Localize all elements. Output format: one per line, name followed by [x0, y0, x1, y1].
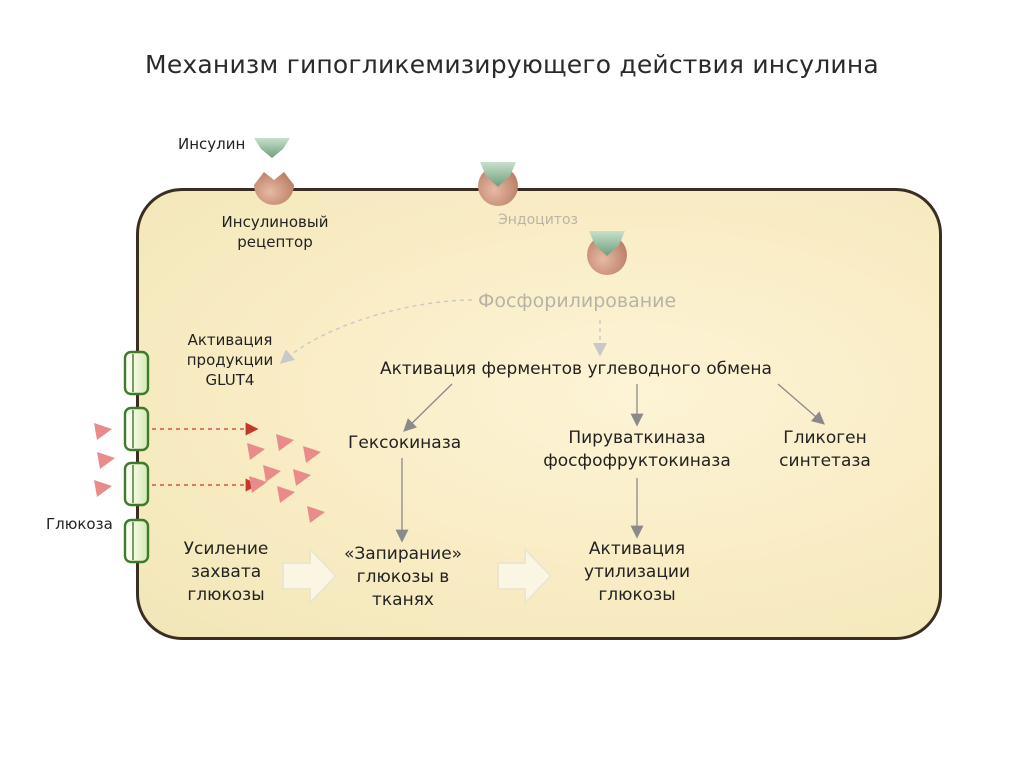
glycogen-synthase-line2: синтетаза: [779, 451, 871, 471]
insulin-receptor-1: [254, 172, 294, 205]
receptor-label-line1: Инсулиновый: [221, 213, 329, 231]
pyruvatekinase-line1: Пируваткиназа: [568, 428, 706, 448]
internalized-receptor: [587, 231, 627, 275]
glycogen-synthase-label: Гликоген синтетаза: [770, 427, 880, 473]
glucose-trapping-line1: «Запирание»: [343, 544, 463, 564]
glucose-utilization-line1: Активация: [588, 539, 686, 559]
glucose-trapping-line3: тканях: [372, 590, 434, 610]
glut4-activation-line1: Активация: [187, 331, 273, 349]
glut4-channel-2: [123, 406, 150, 452]
glucose-utilization-line2: утилизации: [583, 562, 691, 582]
glut4-activation-label: Активация продукции GLUT4: [175, 330, 285, 390]
big-arrow-1: [282, 546, 338, 606]
glut4-channel-4: [123, 518, 150, 564]
pyruvatekinase-label: Пируваткиназа фосфофруктокиназа: [527, 427, 747, 473]
glucose-molecules-inside: [247, 434, 325, 523]
glucose-molecules-outside: [94, 423, 115, 497]
phosphorylation-label: Фосфорилирование: [478, 290, 677, 312]
glucose-uptake-line2: захвата: [190, 562, 262, 582]
big-arrow-2: [497, 546, 553, 606]
glucose-uptake-line3: глюкозы: [187, 585, 265, 605]
insulin-label: Инсулин: [178, 135, 246, 153]
page-title: Механизм гипогликемизирующего действия и…: [145, 50, 879, 79]
hexokinase-label: Гексокиназа: [348, 433, 462, 453]
glut4-channel-1: [123, 350, 150, 396]
receptor-label: Инсулиновый рецептор: [200, 212, 350, 252]
arrow-to-glycogen: [777, 383, 825, 425]
arrow-to-hexokinase: [403, 383, 453, 432]
insulin-receptor-bound: [478, 162, 518, 206]
arrow-to-glut4: [279, 299, 473, 364]
glut4-activation-line3: GLUT4: [205, 371, 255, 389]
glucose-utilization-line3: глюкозы: [598, 585, 676, 605]
glucose-label: Глюкоза: [46, 515, 113, 533]
glut4-activation-line2: продукции: [186, 351, 274, 369]
insulin-molecule-free: [254, 138, 290, 158]
glucose-utilization-label: Активация утилизации глюкозы: [567, 538, 707, 607]
glucose-trapping-line2: глюкозы в: [356, 567, 450, 587]
glycogen-synthase-line1: Гликоген: [783, 428, 867, 448]
pyruvatekinase-line2: фосфофруктокиназа: [543, 451, 731, 471]
glut4-channel-3: [123, 461, 150, 507]
enzyme-activation-label: Активация ферментов углеводного обмена: [380, 359, 772, 379]
glucose-uptake-label: Усиление захвата глюкозы: [166, 538, 286, 607]
endocytosis-label: Эндоцитоз: [498, 212, 578, 228]
receptor-label-line2: рецептор: [237, 233, 313, 251]
glucose-trapping-label: «Запирание» глюкозы в тканях: [330, 543, 476, 612]
glucose-uptake-line1: Усиление: [183, 539, 269, 559]
